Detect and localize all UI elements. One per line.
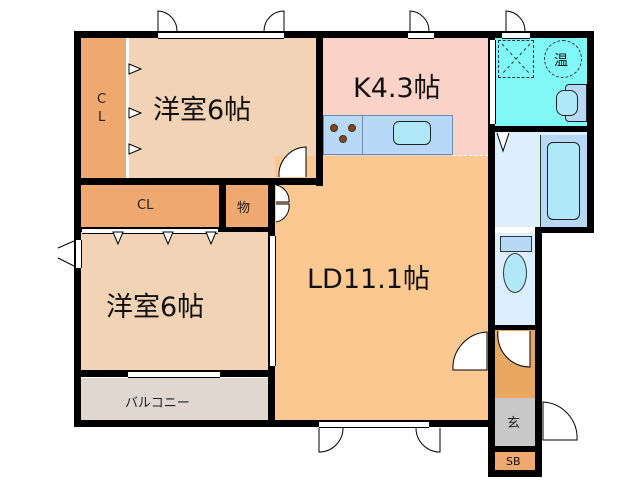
door-swing-icon[interactable] [452, 330, 488, 372]
washbasin-bowl-icon [556, 90, 578, 116]
wall [488, 446, 542, 452]
entrance-label: 玄 [507, 416, 521, 431]
wall [126, 38, 129, 178]
wall [74, 178, 323, 185]
balcony [81, 378, 268, 420]
door-swing-icon[interactable] [409, 10, 439, 32]
shoe-box [495, 452, 535, 470]
toilet-bowl-icon [503, 253, 527, 293]
room-label-kitchen: K4.3帖 [353, 73, 441, 104]
door-swing-icon[interactable] [278, 145, 308, 179]
balcony-label: バルコニー [125, 396, 190, 411]
closet-label-l: L [98, 110, 106, 125]
wall [316, 31, 594, 38]
western-room-2 [81, 232, 268, 370]
closet-label: CL [137, 198, 154, 213]
kitchen-boundary-dashed [453, 155, 488, 156]
room-label-western-2: 洋室6帖 [106, 292, 205, 323]
closet-arrow-icon [112, 231, 217, 246]
wall [535, 227, 542, 477]
door-swing-icon[interactable] [505, 10, 535, 32]
sliding-door[interactable] [82, 228, 218, 234]
washer-x-icon [501, 43, 531, 75]
door-swing-icon[interactable] [497, 330, 531, 368]
closet-label-c: C [97, 92, 107, 107]
water-heater-icon [544, 40, 582, 78]
door-swing-icon[interactable] [157, 10, 187, 32]
door-swing-icon[interactable] [275, 184, 293, 224]
sliding-door[interactable] [489, 40, 496, 124]
closet-horizontal [81, 185, 219, 227]
wall [219, 178, 226, 228]
wall [488, 31, 495, 477]
window[interactable] [408, 32, 434, 39]
shoe-box-label: SB [506, 455, 521, 468]
wall [488, 325, 542, 330]
door-swing-icon[interactable] [262, 10, 292, 32]
stove-divider [362, 115, 363, 155]
water-heater-label: 温 [554, 53, 568, 69]
window[interactable] [502, 32, 530, 39]
closet-vertical [81, 38, 126, 178]
door-swing-icon[interactable] [56, 240, 76, 267]
sliding-door[interactable] [269, 236, 276, 366]
stove-burner-icon [339, 135, 347, 143]
window[interactable] [128, 371, 220, 378]
door-swing-icon[interactable] [318, 427, 350, 453]
western-room-1 [126, 38, 316, 178]
sink-icon [393, 121, 431, 145]
door-swing-icon[interactable] [410, 427, 442, 453]
storage [226, 185, 268, 227]
closet-arrow-icon [128, 63, 143, 155]
wall [535, 227, 594, 233]
living-dining-upper [323, 156, 488, 186]
room-label-western-1: 洋室6帖 [153, 95, 252, 126]
toilet-tank-icon [500, 236, 532, 252]
bathtub-icon [547, 142, 580, 220]
storage-label: 物 [237, 201, 251, 216]
living-dining [275, 156, 488, 420]
wall [488, 126, 594, 132]
stove-burner-icon [330, 124, 338, 132]
bath-door-arrow-icon [496, 132, 510, 153]
wall [74, 420, 495, 427]
room-label-living-dining: LD11.1帖 [307, 264, 430, 295]
door-swing-icon[interactable] [542, 400, 578, 442]
wall [587, 31, 594, 233]
stove-burner-icon [348, 124, 356, 132]
window[interactable] [158, 32, 284, 39]
entrance [495, 398, 535, 446]
wall [488, 470, 542, 477]
window[interactable] [75, 240, 82, 268]
wall [316, 31, 323, 186]
window[interactable] [319, 421, 429, 428]
washer-pan-icon [498, 40, 534, 78]
